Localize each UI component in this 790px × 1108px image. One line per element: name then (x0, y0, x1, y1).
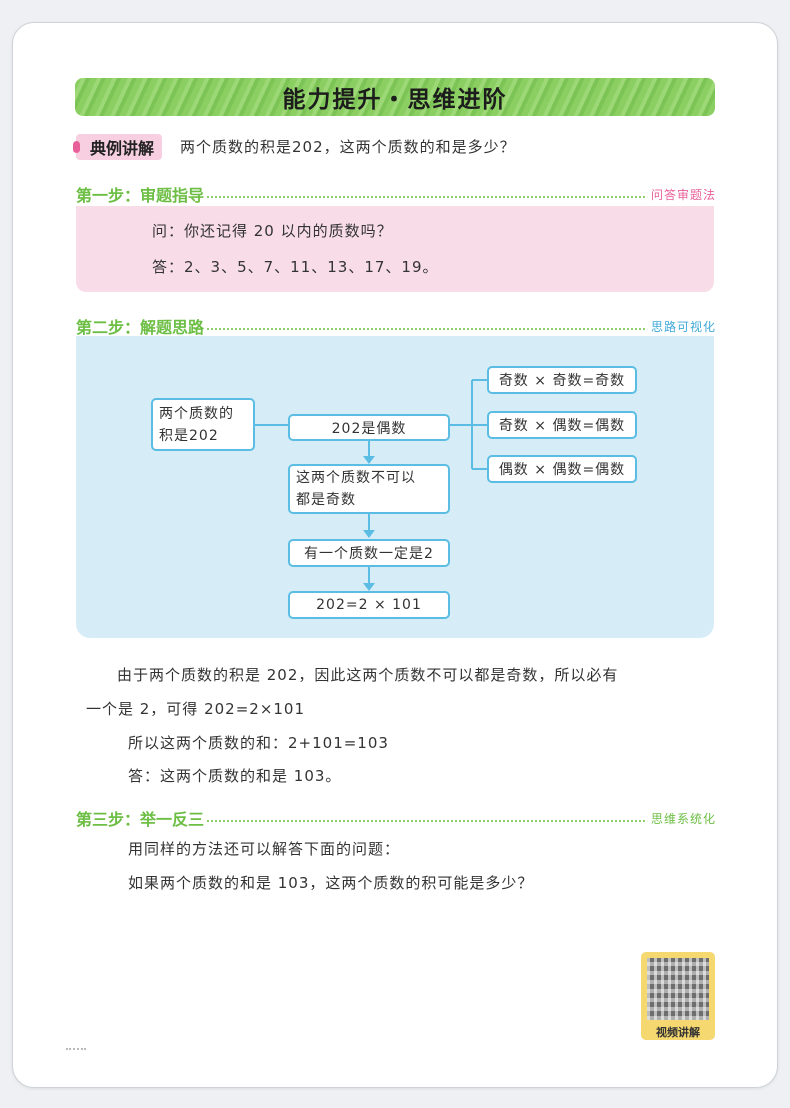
example-question: 两个质数的积是202，这两个质数的和是多少？ (180, 138, 516, 156)
step1-answer: 答：2、3、5、7、11、13、17、19。 (152, 258, 439, 276)
step1-header: 第一步：审题指导 问答审题法 (76, 182, 716, 206)
step3-line-1: 用同样的方法还可以解答下面的问题： (128, 840, 401, 858)
qr-label: 视频讲解 (656, 1026, 700, 1039)
flow-node-center: 202是偶数 (288, 414, 450, 441)
flow-node-start-line1: 两个质数的 (159, 405, 234, 422)
flow-node-start-line2: 积是202 (159, 427, 219, 444)
banner-title: 能力提升・思维进阶 (282, 87, 508, 113)
flow-node-rule-2: 奇数 × 偶数=偶数 (487, 411, 637, 439)
flow-node-conclusion-2: 有一个质数一定是2 (288, 539, 450, 567)
qr-code-image[interactable] (647, 958, 709, 1020)
flow-node-conclusion-1-line1: 这两个质数不可以 (296, 470, 416, 486)
step1-method: 问答审题法 (646, 186, 716, 203)
step3-header: 第三步：举一反三 思维系统化 (76, 806, 716, 830)
step2-title: 第二步：解题思路 (76, 314, 207, 338)
step1-title: 第一步：审题指导 (76, 182, 207, 206)
section-banner: 能力提升・思维进阶 (75, 78, 715, 116)
step1-box: 问：你还记得 20 以内的质数吗？ 答：2、3、5、7、11、13、17、19。 (76, 206, 714, 292)
step1-question: 问：你还记得 20 以内的质数吗？ (152, 222, 393, 240)
explanation-line-4: 答：这两个质数的和是 103。 (128, 767, 342, 785)
step2-method: 思路可视化 (646, 318, 716, 335)
dotted-divider (76, 820, 716, 822)
flow-node-conclusion-3: 202=2 × 101 (288, 591, 450, 619)
step2-header: 第二步：解题思路 思路可视化 (76, 314, 716, 338)
flow-node-conclusion-1-line2: 都是奇数 (296, 492, 356, 508)
tag-marker (73, 141, 80, 153)
flow-node-rule-1: 奇数 × 奇数=奇数 (487, 366, 637, 394)
video-qr-code[interactable]: 视频讲解 (641, 952, 715, 1040)
dotted-divider (76, 196, 716, 198)
explanation-line-3: 所以这两个质数的和：2+101=103 (128, 734, 389, 752)
example-tag-label: 典例讲解 (90, 139, 155, 158)
explanation-line-1: 由于两个质数的积是 202，因此这两个质数不可以都是奇数，所以必有 (117, 666, 619, 684)
step3-title: 第三步：举一反三 (76, 806, 207, 830)
explanation-line-2: 一个是 2，可得 202=2×101 (86, 700, 306, 718)
page-number-mark (66, 1048, 86, 1050)
dotted-divider (76, 328, 716, 330)
example-tag: 典例讲解 (73, 134, 163, 160)
flow-node-rule-3: 偶数 × 偶数=偶数 (487, 455, 637, 483)
flow-node-conclusion-1: 这两个质数不可以 都是奇数 (288, 464, 450, 514)
flow-node-start: 两个质数的 积是202 (151, 398, 255, 451)
step3-line-2: 如果两个质数的和是 103，这两个质数的积可能是多少？ (128, 874, 534, 892)
step3-method: 思维系统化 (646, 810, 716, 827)
